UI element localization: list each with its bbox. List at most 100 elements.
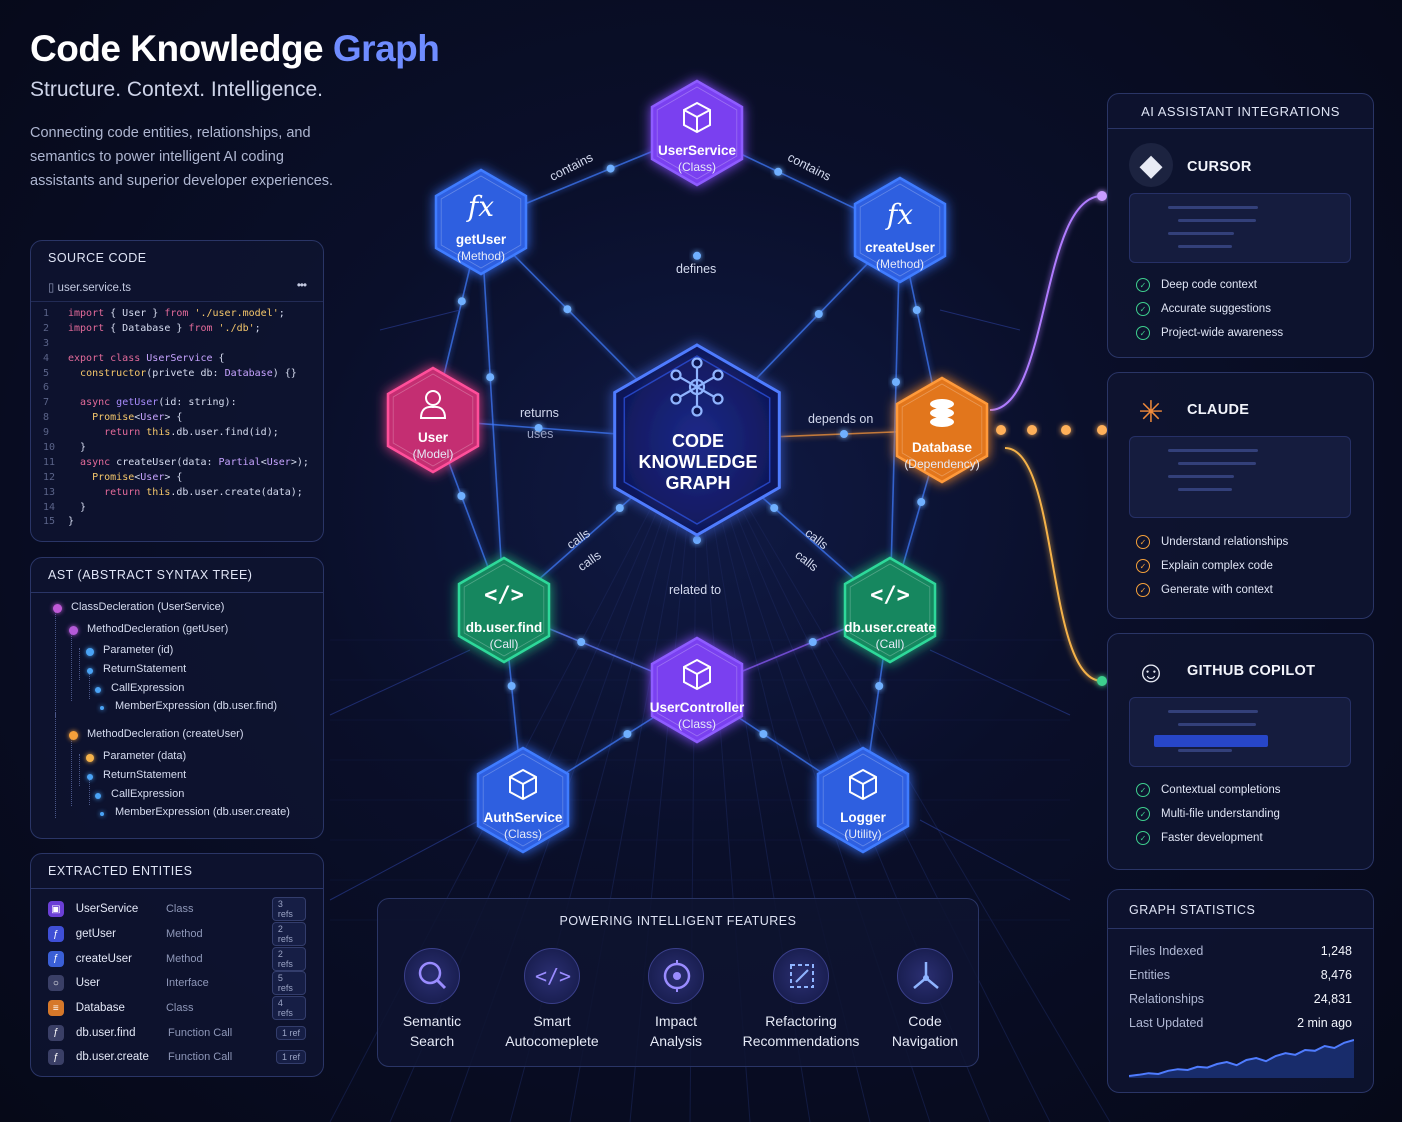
ast-guide-line xyxy=(71,629,72,701)
integration-card-cursor[interactable]: ◆CURSOR✓Deep code context✓Accurate sugge… xyxy=(1107,128,1374,358)
ast-node-label[interactable]: ClassDecleration (UserService) xyxy=(71,601,225,613)
node-label-getuser[interactable]: getUser(Method) xyxy=(416,232,546,264)
node-kind: (Class) xyxy=(678,717,716,731)
ast-node-label[interactable]: CallExpression xyxy=(111,682,185,694)
code-token xyxy=(68,397,80,412)
ast-node-dot xyxy=(99,705,104,710)
ast-node-dot xyxy=(69,626,78,635)
entities-title: EXTRACTED ENTITIES xyxy=(48,864,193,878)
check-icon: ✓ xyxy=(1136,583,1150,597)
integration-card-github-copilot[interactable]: ☺GITHUB COPILOT✓Contextual completions✓M… xyxy=(1107,633,1374,870)
node-label-logger[interactable]: Logger(Utility) xyxy=(798,810,928,842)
feature-label-line1: Semantic xyxy=(402,1013,462,1029)
feature-text: Accurate suggestions xyxy=(1161,303,1271,315)
file-tab[interactable]: ▯ user.service.ts ••• xyxy=(31,273,323,302)
ast-node-label[interactable]: MethodDecleration (getUser) xyxy=(87,623,229,635)
ast-node-label[interactable]: ReturnStatement xyxy=(103,769,187,781)
node-name: AuthService xyxy=(483,810,563,825)
integration-feature: ✓Understand relationships xyxy=(1136,530,1288,554)
code-token: .db.user.find(id); xyxy=(170,427,279,439)
edge-point xyxy=(770,504,779,512)
page-subtitle: Structure. Context. Intelligence. xyxy=(30,78,323,101)
preview-line xyxy=(1178,219,1256,222)
node-label-database[interactable]: Database(Dependency) xyxy=(877,440,1007,472)
code-token xyxy=(68,427,104,442)
ast-node-label[interactable]: MethodDecleration (createUser) xyxy=(87,728,244,740)
code-line: 15} xyxy=(43,516,323,531)
node-name: UserService xyxy=(657,143,737,158)
ast-guide-line xyxy=(55,607,56,717)
edge-point xyxy=(615,504,624,512)
line-number: 6 xyxy=(43,382,50,394)
node-label-user[interactable]: User(Model) xyxy=(368,430,498,462)
entity-type: Method xyxy=(165,928,203,941)
cube-icon xyxy=(683,658,711,691)
code-token: export class xyxy=(68,352,147,364)
node-label-createuser[interactable]: createUser(Method) xyxy=(835,240,965,272)
node-label-userservice[interactable]: UserService (Class) xyxy=(632,143,762,175)
entity-name: User xyxy=(75,977,100,990)
node-label-usercontroller[interactable]: UserController(Class) xyxy=(632,700,762,732)
node-name: Logger xyxy=(840,810,886,825)
integration-feature: ✓Accurate suggestions xyxy=(1136,297,1283,321)
integration-feature: ✓Explain complex code xyxy=(1136,554,1288,578)
edge-label-contains-right: contains xyxy=(785,150,834,184)
preview-highlight xyxy=(1154,735,1268,747)
code-token: ) {} xyxy=(272,367,297,379)
node-kind: (Call) xyxy=(875,637,905,651)
node-label-authservice[interactable]: AuthService (Class) xyxy=(458,810,588,842)
check-icon: ✓ xyxy=(1136,326,1150,340)
ast-node-label[interactable]: CallExpression xyxy=(111,788,185,800)
code-token: import xyxy=(68,308,105,319)
graph-edge xyxy=(480,221,505,611)
node-kind: (Class) xyxy=(678,160,716,174)
entity-type: Function Call xyxy=(168,1051,233,1064)
connector-dot xyxy=(1097,191,1107,201)
feature-label-line2: Autocomeplete xyxy=(505,1033,599,1049)
line-number: 11 xyxy=(43,456,56,468)
function-icon: fx xyxy=(885,198,913,231)
edge-point xyxy=(808,638,817,646)
entity-type-icon: ≡ xyxy=(48,1000,64,1017)
center-node-label[interactable]: CODE KNOWLEDGE GRAPH xyxy=(638,431,758,493)
ast-node-label[interactable]: ReturnStatement xyxy=(103,663,187,675)
node-label-dbcreate[interactable]: db.user.create(Call) xyxy=(825,620,955,652)
edge-label-depends-on: depends on xyxy=(808,412,874,426)
code-line: 7 async getUser(id: string): xyxy=(43,397,323,412)
code-token: > { xyxy=(164,412,183,424)
integration-card-claude[interactable]: ✳CLAUDE✓Understand relationships✓Explain… xyxy=(1107,372,1374,619)
preview-line xyxy=(1168,710,1258,713)
ast-node-label[interactable]: MemberExpression (db.user.find) xyxy=(115,700,278,712)
node-kind: (Class) xyxy=(504,827,542,841)
stat-key: Relationships xyxy=(1129,992,1205,1006)
code-token: User xyxy=(266,456,291,468)
code-token: from xyxy=(188,322,213,334)
more-options-icon[interactable]: ••• xyxy=(296,280,307,292)
ast-node-label[interactable]: Parameter (data) xyxy=(103,750,187,762)
ast-node-label[interactable]: Parameter (id) xyxy=(103,644,174,656)
node-label-dbfind[interactable]: db.user.find(Call) xyxy=(439,620,569,652)
ast-tree: ClassDecleration (UserService) MethodDecl… xyxy=(31,593,323,833)
grid-line xyxy=(929,649,1071,716)
code-token: Partial xyxy=(218,456,261,468)
entity-type-icon: ƒ xyxy=(48,926,64,943)
feature-label-line2: Recommendations xyxy=(742,1033,860,1049)
preview-line xyxy=(1178,723,1256,726)
integration-preview xyxy=(1129,697,1351,767)
ast-node-label[interactable]: MemberExpression (db.user.create) xyxy=(115,806,290,818)
